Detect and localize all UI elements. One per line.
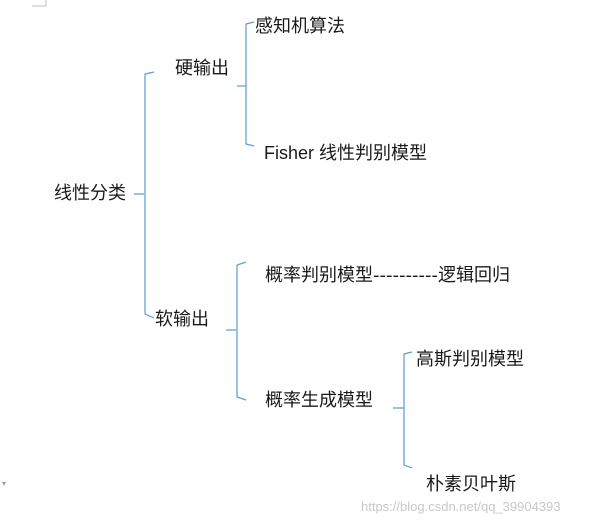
page-corner-mark bbox=[32, 0, 47, 7]
naive-bayes-label: 朴素贝叶斯 bbox=[426, 474, 516, 495]
watermark: https://blog.csdn.net/qq_39904393 bbox=[361, 499, 561, 514]
hard-output-bracket bbox=[245, 21, 255, 147]
soft-output-bracket bbox=[236, 261, 247, 401]
gaussian-discriminant-label: 高斯判别模型 bbox=[416, 349, 524, 370]
perceptron-label: 感知机算法 bbox=[255, 16, 345, 37]
margin-marker-icon: ▾ bbox=[2, 479, 7, 488]
root-label: 线性分类 bbox=[54, 183, 126, 204]
fisher-label: Fisher 线性判别模型 bbox=[264, 143, 428, 163]
soft-output-label: 软输出 bbox=[155, 309, 209, 330]
root-bracket bbox=[144, 71, 155, 319]
hard-output-label: 硬输出 bbox=[175, 58, 229, 79]
generative-bracket bbox=[403, 351, 413, 469]
discriminative-label: 概率判别模型----------逻辑回归 bbox=[265, 265, 510, 286]
generative-label: 概率生成模型 bbox=[265, 390, 373, 411]
